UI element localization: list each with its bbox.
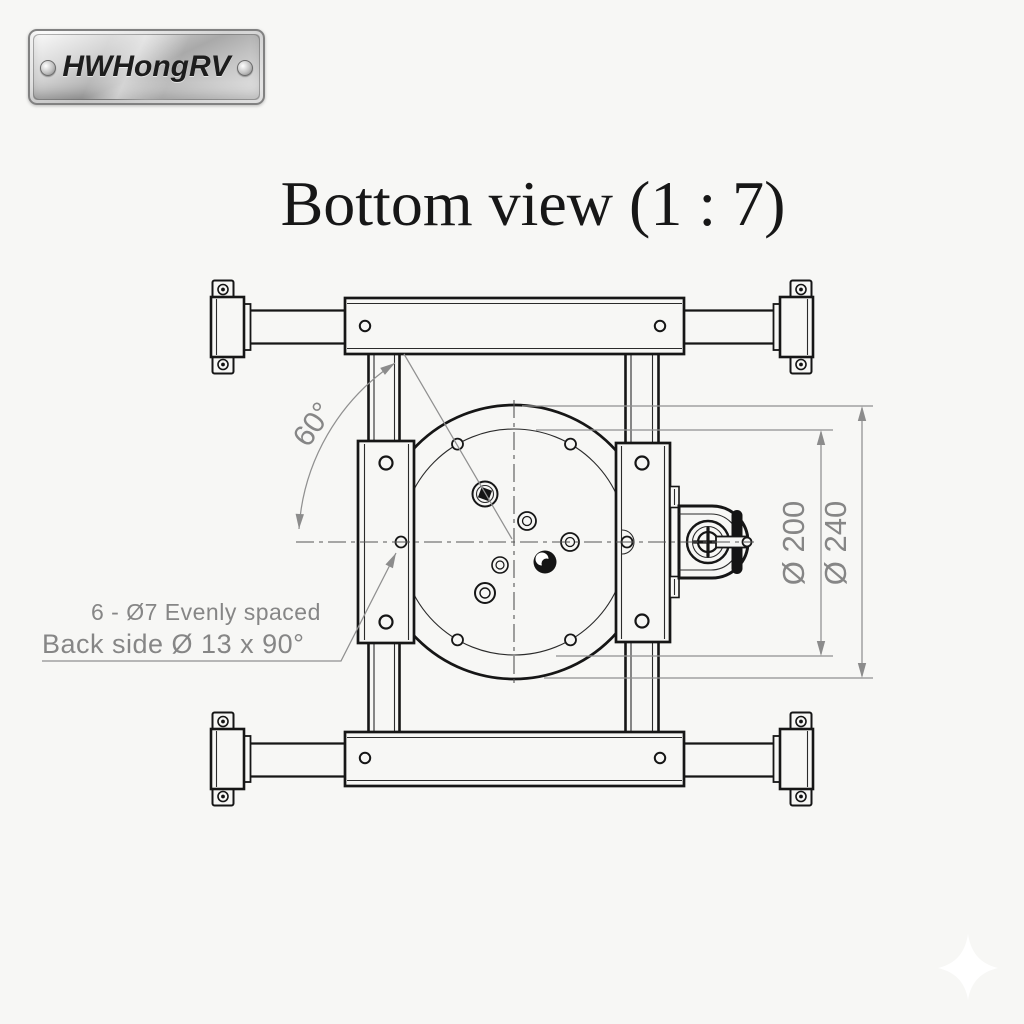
end-bracket-top-right xyxy=(772,279,815,375)
dowel-pin xyxy=(533,550,557,574)
logo-bevel xyxy=(33,34,260,100)
top-arms xyxy=(251,309,790,345)
brand-name: HWHongRV xyxy=(62,50,231,83)
arrow-icon xyxy=(295,513,304,529)
view-title: Bottom view (1 : 7) xyxy=(280,168,786,239)
bolt-holes xyxy=(394,437,634,647)
screw-icon xyxy=(237,60,253,76)
screw-icon xyxy=(40,60,56,76)
arrow-icon xyxy=(380,363,395,375)
top-beam xyxy=(251,296,790,356)
center-fasteners xyxy=(471,480,580,604)
crank-drive-unit xyxy=(669,485,753,599)
hole-note-line1: 6 - Ø7 Evenly spaced xyxy=(91,599,321,625)
bottom-arms xyxy=(251,742,790,778)
hole-note-line2: Back side Ø 13 x 90° xyxy=(42,629,304,659)
dim-angle-label: 60° xyxy=(287,397,340,453)
socket-screw xyxy=(477,486,493,502)
dimensions: Ø 200 Ø 240 60° 6 - Ø7 Evenly spaced Bac… xyxy=(42,353,873,679)
bottom-beam xyxy=(251,730,790,788)
centerlines xyxy=(296,400,754,688)
brand-logo-plate: HWHongRV xyxy=(28,29,265,105)
dim-bolt-circle-label: Ø 200 xyxy=(776,501,811,585)
arrow-icon xyxy=(385,553,396,569)
dim-outer-label: Ø 240 xyxy=(818,501,853,585)
end-bracket-top-left xyxy=(209,279,252,375)
sparkle-watermark xyxy=(938,934,998,1000)
arrow-icon xyxy=(816,641,826,656)
end-bracket-bottom-right xyxy=(772,711,815,807)
arrow-icon xyxy=(857,406,867,421)
end-bracket-bottom-left xyxy=(209,711,252,807)
arrow-icon xyxy=(816,430,826,445)
arrow-icon xyxy=(857,663,867,678)
